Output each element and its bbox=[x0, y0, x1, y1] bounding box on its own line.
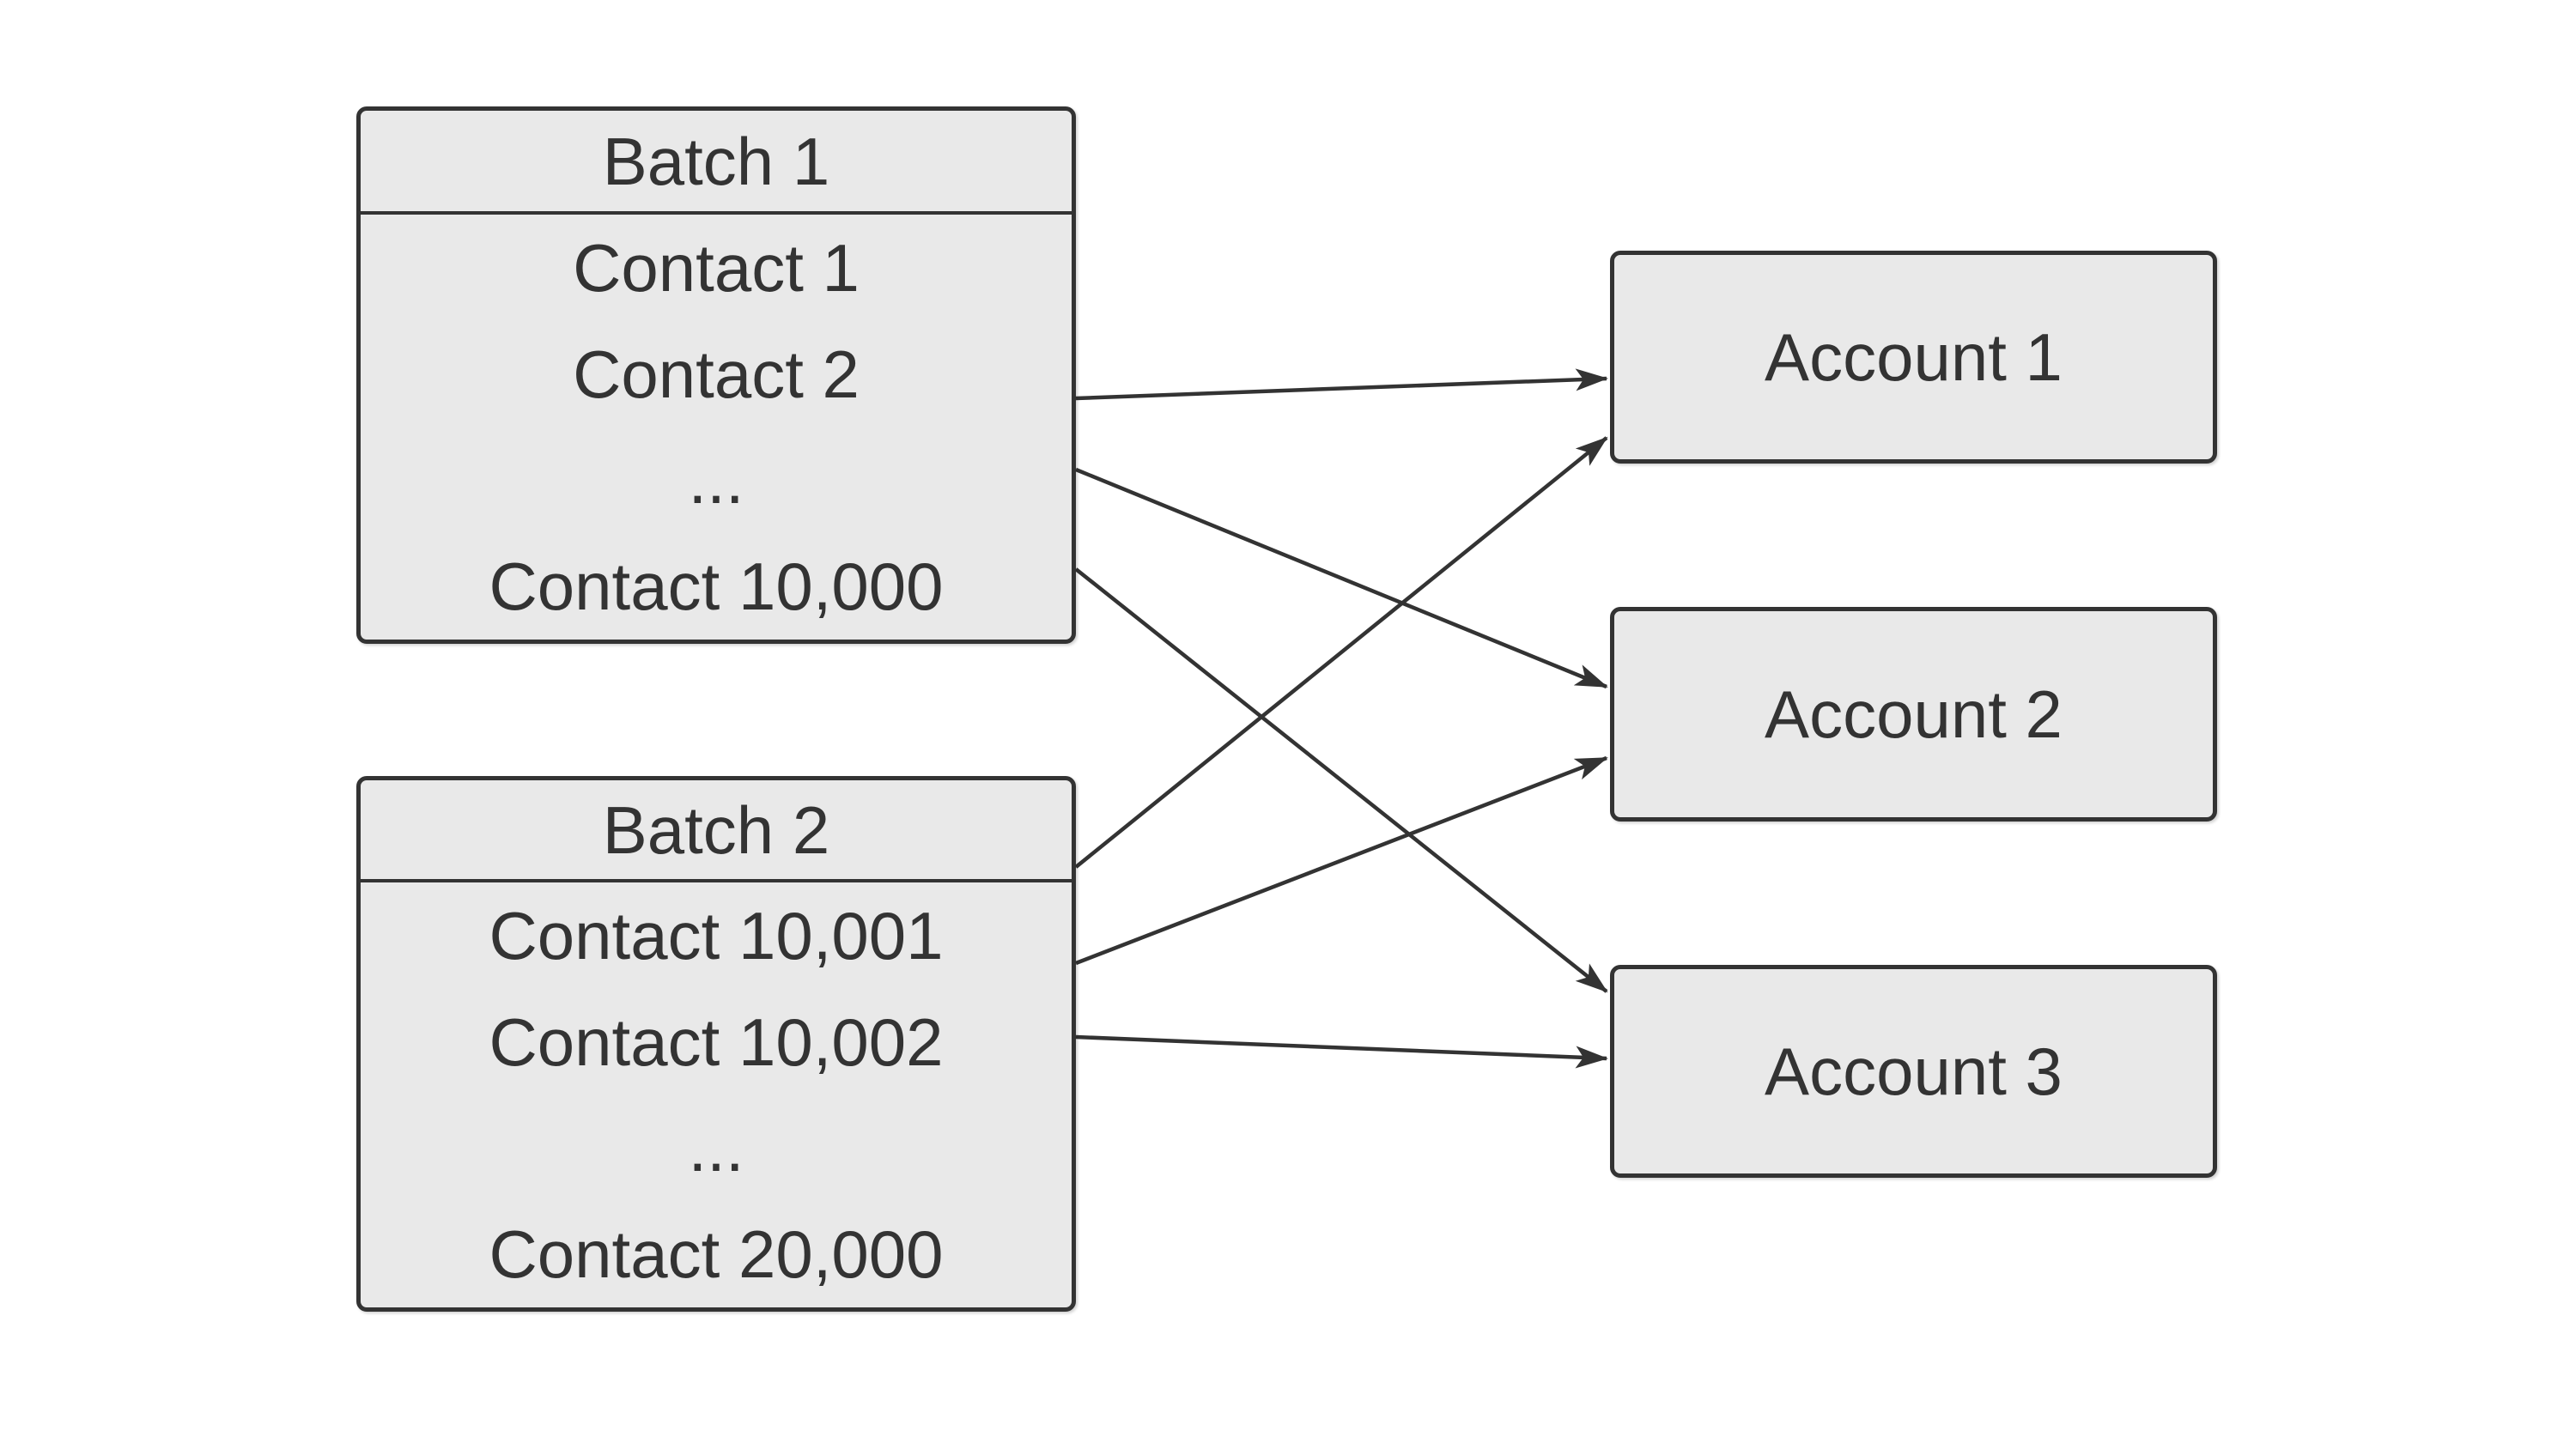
batch2-title: Batch 2 bbox=[361, 780, 1072, 882]
batch1-row-contact-1: Contact 1 bbox=[573, 229, 860, 306]
account1-node: Account 1 bbox=[1610, 251, 2217, 464]
account2-label: Account 2 bbox=[1765, 676, 2063, 752]
arrow-batch2-account2 bbox=[1075, 755, 1608, 966]
batch1-row-ellipsis: ... bbox=[688, 442, 744, 518]
batch2-row-contact-10001: Contact 10,001 bbox=[489, 897, 944, 973]
arrow-batch1-account3 bbox=[1074, 567, 1608, 993]
batch1-node: Batch 1 Contact 1 Contact 2 ... Contact … bbox=[356, 106, 1076, 644]
account3-node: Account 3 bbox=[1610, 965, 2217, 1178]
batch2-row-ellipsis: ... bbox=[688, 1110, 744, 1186]
account3-label: Account 3 bbox=[1765, 1034, 2063, 1109]
account1-label: Account 1 bbox=[1765, 319, 2063, 395]
arrow-batch1-account2 bbox=[1075, 467, 1608, 689]
batch1-row-contact-2: Contact 2 bbox=[573, 336, 860, 412]
arrow-batch1-account1 bbox=[1075, 368, 1608, 401]
arrow-batch2-account1 bbox=[1074, 436, 1608, 869]
batch1-row-contact-10000: Contact 10,000 bbox=[489, 549, 944, 625]
batch2-row-contact-10002: Contact 10,002 bbox=[489, 1004, 944, 1080]
account2-node: Account 2 bbox=[1610, 607, 2217, 822]
batch1-rows: Contact 1 Contact 2 ... Contact 10,000 bbox=[361, 215, 1072, 640]
batch2-node: Batch 2 Contact 10,001 Contact 10,002 ..… bbox=[356, 776, 1076, 1312]
batch2-rows: Contact 10,001 Contact 10,002 ... Contac… bbox=[361, 882, 1072, 1307]
batch1-title: Batch 1 bbox=[361, 111, 1072, 215]
arrow-batch2-account3 bbox=[1075, 1034, 1608, 1069]
batch2-row-contact-20000: Contact 20,000 bbox=[489, 1216, 944, 1293]
